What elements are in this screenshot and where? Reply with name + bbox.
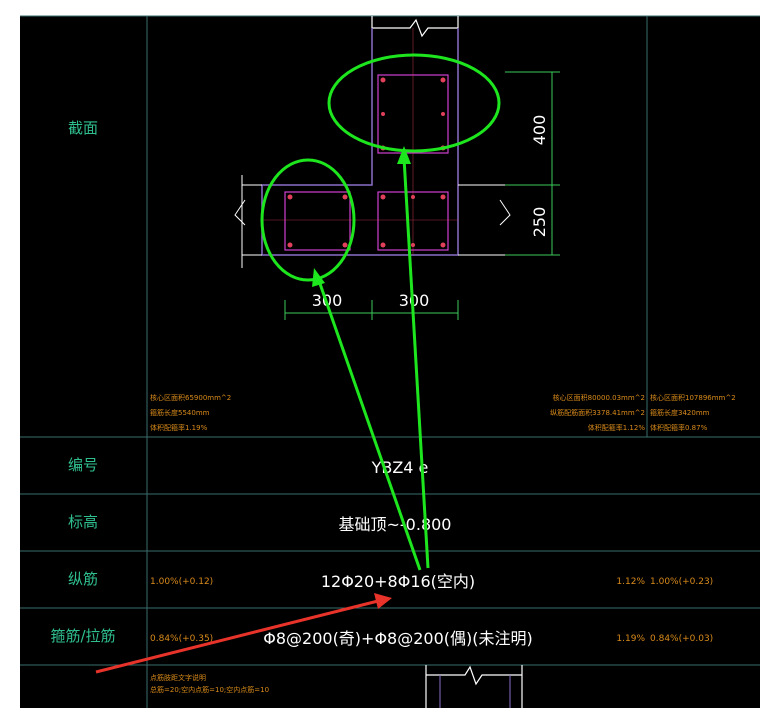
red-arrow [95, 593, 392, 674]
table-grid [20, 15, 760, 708]
break-line-left [234, 175, 505, 268]
ratio-right-stirrup-extra: 0.84%(+0.03) [650, 634, 713, 644]
note-left-line-2: 箍筋长度5540mm [150, 408, 210, 417]
ratio-right-stirrup: 1.19% [616, 634, 645, 644]
column-section [234, 16, 511, 268]
ratio-right-rebar: 1.12% [616, 577, 645, 587]
note-left-line-3: 体积配箍率1.19% [150, 423, 208, 432]
break-line-bottom [425, 665, 523, 708]
note-right-b-line-1: 核心区面积107896mm^2 [650, 393, 736, 402]
row-label-section: 截面 [68, 119, 98, 137]
highlight-ellipse-top [327, 53, 501, 153]
row-label-number: 编号 [68, 456, 98, 474]
ratio-left-stirrup: 0.84%(+0.35) [150, 634, 213, 644]
dimension-lines [284, 71, 560, 320]
dim-vertical-bottom: 250 [530, 207, 549, 238]
rebar-points [287, 77, 446, 248]
green-arrows [312, 146, 430, 571]
note-left-line-1: 核心区面积65900mm^2 [150, 393, 231, 402]
row-label-longitudinal-rebar: 纵筋 [68, 570, 98, 588]
row-label-stirrup: 箍筋/拉筋 [50, 627, 115, 645]
value-stirrup: Φ8@200(奇)+Φ8@200(偶)(未注明) [263, 629, 533, 648]
stirrup-left [284, 191, 351, 251]
value-longitudinal-rebar: 12Φ20+8Φ16(空内) [321, 572, 475, 591]
note-bottom-line-1: 点筋肢距文字说明 [150, 673, 206, 682]
note-right-b-line-3: 体积配箍率0.87% [650, 423, 708, 432]
break-line-top [371, 16, 459, 38]
note-right-a-line-1: 核心区面积80000.03mm^2 [553, 393, 645, 402]
break-line-right [499, 199, 511, 226]
ratio-right-rebar-extra: 1.00%(+0.23) [650, 577, 713, 587]
note-bottom-line-2: 总筋=20;空内点筋=10;空内点筋=10 [150, 685, 269, 694]
axis-lines [262, 28, 458, 255]
note-right-a-line-2: 纵筋配筋面积3378.41mm^2 [550, 408, 645, 417]
note-right-b-line-2: 箍筋长度3420mm [650, 408, 710, 417]
dim-vertical-top: 400 [530, 115, 549, 146]
note-right-a-line-3: 体积配箍率1.12% [588, 423, 646, 432]
value-number: YBZ4 e [371, 458, 429, 477]
highlight-ellipse-left [260, 158, 356, 282]
dim-horizontal-right: 300 [399, 291, 430, 310]
ratio-left-rebar: 1.00%(+0.12) [150, 577, 213, 587]
value-elevation: 基础顶~-0.800 [339, 515, 452, 534]
cad-viewport [20, 16, 760, 708]
row-label-elevation: 标高 [68, 513, 98, 531]
